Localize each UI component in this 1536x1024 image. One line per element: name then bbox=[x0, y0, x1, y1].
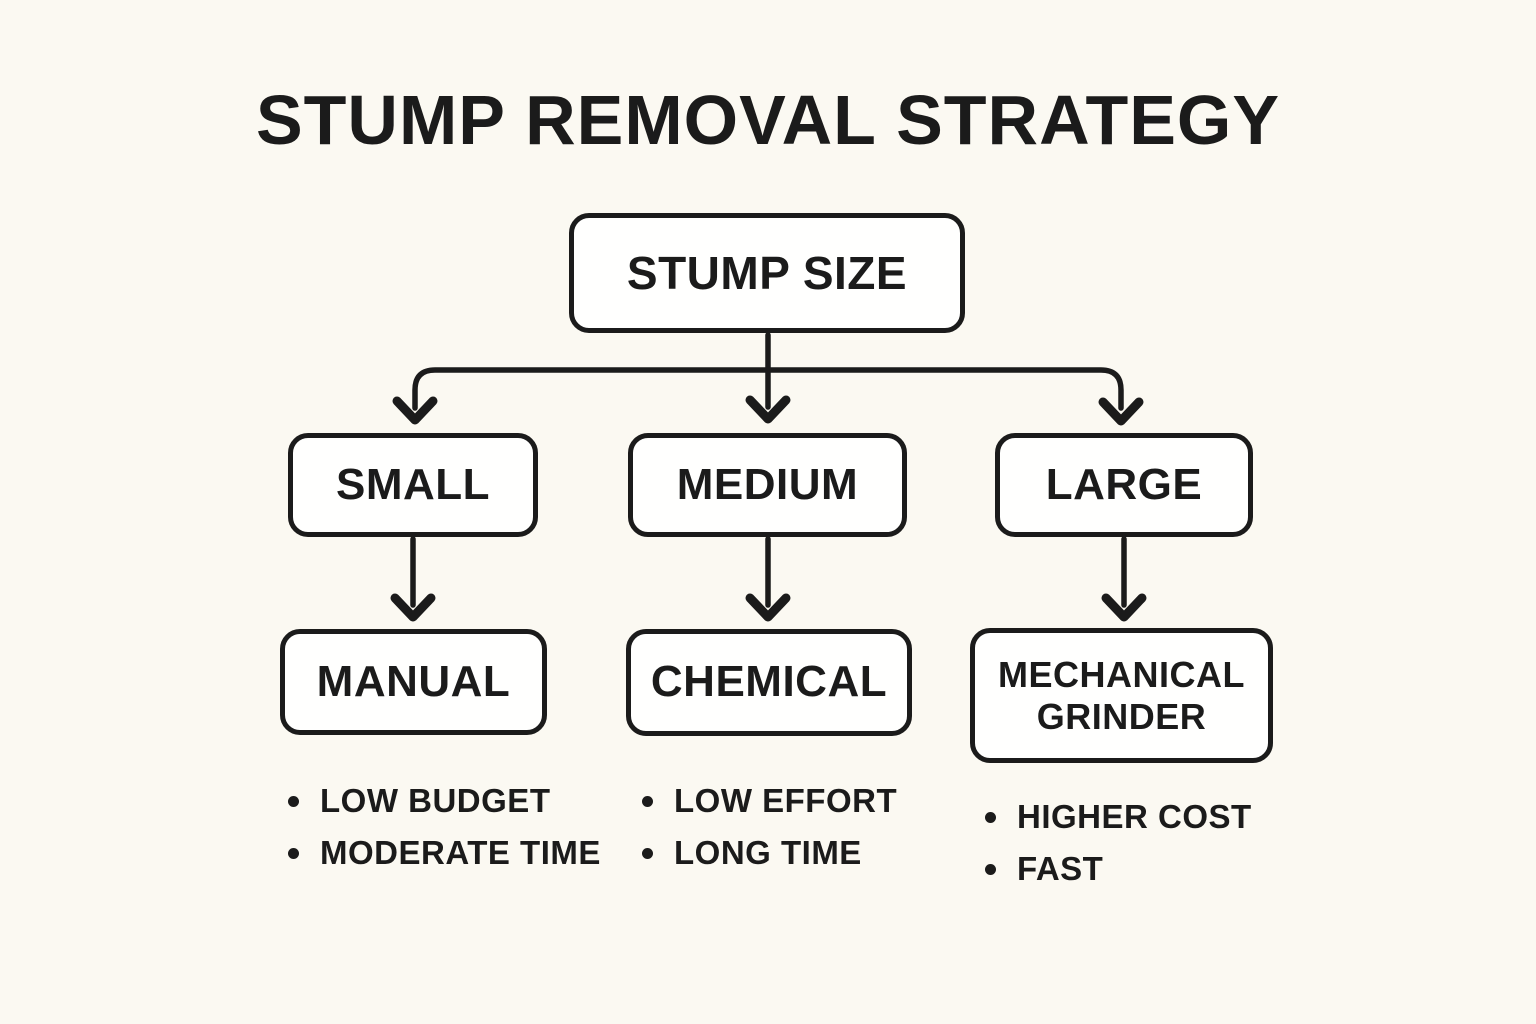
note-item: FAST bbox=[985, 843, 1252, 895]
note-text: LOW EFFORT bbox=[674, 782, 898, 819]
notes-small: LOW BUDGET MODERATE TIME bbox=[288, 775, 601, 879]
node-medium: MEDIUM bbox=[628, 433, 907, 537]
note-item: MODERATE TIME bbox=[288, 827, 601, 879]
node-stump-size: STUMP SIZE bbox=[569, 213, 965, 333]
node-manual: MANUAL bbox=[280, 629, 547, 735]
node-small: SMALL bbox=[288, 433, 538, 537]
note-text: LONG TIME bbox=[674, 834, 862, 871]
node-mechanical-grinder: MECHANICAL GRINDER bbox=[970, 628, 1273, 763]
node-chemical: CHEMICAL bbox=[626, 629, 912, 736]
note-item: HIGHER COST bbox=[985, 791, 1252, 843]
note-text: HIGHER COST bbox=[1017, 798, 1252, 835]
note-text: LOW BUDGET bbox=[320, 782, 551, 819]
note-item: LONG TIME bbox=[642, 827, 897, 879]
note-text: FAST bbox=[1017, 850, 1104, 887]
bullet-dot bbox=[642, 847, 653, 859]
diagram-title: STUMP REMOVAL STRATEGY bbox=[255, 81, 1281, 159]
note-text: MODERATE TIME bbox=[320, 834, 601, 871]
notes-large: HIGHER COST FAST bbox=[985, 791, 1252, 895]
node-large: LARGE bbox=[995, 433, 1253, 537]
bullet-dot bbox=[288, 795, 299, 807]
bullet-dot bbox=[985, 811, 996, 823]
note-item: LOW EFFORT bbox=[642, 775, 897, 827]
bullet-dot bbox=[642, 795, 653, 807]
bullet-dot bbox=[985, 863, 996, 875]
bullet-dot bbox=[288, 847, 299, 859]
note-item: LOW BUDGET bbox=[288, 775, 601, 827]
notes-medium: LOW EFFORT LONG TIME bbox=[642, 775, 897, 879]
